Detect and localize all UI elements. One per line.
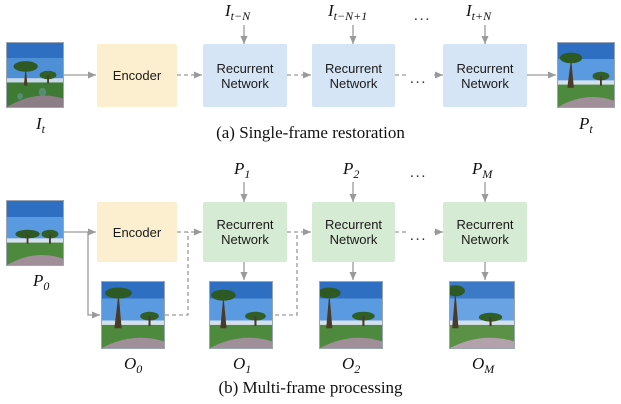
input-frame-image-b: [6, 200, 64, 266]
encoder-label-a: Encoder: [112, 68, 162, 83]
recurrent-network-box-b-1: Recurrent Network: [203, 202, 287, 262]
ellipsis-b-middle: ...: [410, 228, 428, 244]
ellipsis-b-top: ...: [410, 165, 428, 181]
recurrent-network-label: Recurrent Network: [216, 60, 274, 91]
output-frame-image-o1: [209, 281, 273, 349]
output-frame-image-a: [557, 42, 615, 108]
input-label-a: It: [36, 114, 46, 137]
line-o0-feedback-b: [165, 232, 189, 316]
encoder-label-b: Encoder: [112, 224, 162, 240]
recurrent-network-label: Recurrent Network: [324, 60, 383, 91]
encoder-box-b: Encoder: [97, 202, 177, 262]
output-label-o0: O0: [124, 354, 143, 377]
top-input-label-a-1: It−N: [225, 1, 251, 24]
ellipsis-a-top: ...: [414, 8, 432, 24]
recurrent-network-box-a-1: Recurrent Network: [203, 44, 287, 107]
encoder-box-a: Encoder: [97, 44, 177, 107]
output-frame-image-o2: [319, 281, 383, 349]
top-input-label-b-1: P1: [234, 159, 251, 182]
arrow-input-to-o0-b: [87, 232, 100, 319]
ellipsis-a-middle: ...: [410, 71, 428, 87]
output-label-o2: O2: [342, 354, 361, 377]
output-label-om: OM: [472, 354, 495, 377]
top-input-label-a-3: It+N: [466, 1, 492, 24]
recurrent-network-label: Recurrent Network: [216, 217, 274, 247]
recurrent-network-label: Recurrent Network: [456, 60, 514, 91]
recurrent-network-box-a-3: Recurrent Network: [443, 44, 527, 107]
top-input-label-b-2: P2: [343, 159, 360, 182]
caption-a: (a) Single-frame restoration: [216, 123, 405, 142]
output-label-a: Pt: [579, 114, 593, 137]
recurrent-network-label: Recurrent Network: [324, 217, 383, 247]
input-label-b: P0: [33, 271, 50, 294]
caption-b: (b) Multi-frame processing: [218, 378, 403, 397]
output-frame-image-om: [449, 281, 515, 349]
top-input-label-a-2: It−N+1: [328, 1, 368, 24]
top-input-label-b-3: PM: [472, 159, 493, 182]
output-frame-image-o0: [101, 281, 165, 349]
recurrent-network-box-a-2: Recurrent Network: [312, 44, 395, 107]
recurrent-network-box-b-2: Recurrent Network: [312, 202, 395, 262]
recurrent-network-label: Recurrent Network: [456, 217, 514, 247]
input-frame-image-a: [6, 42, 64, 108]
output-label-o1: O1: [233, 354, 252, 377]
line-o1-feedback-b: [275, 232, 298, 316]
recurrent-network-box-b-3: Recurrent Network: [443, 202, 527, 262]
